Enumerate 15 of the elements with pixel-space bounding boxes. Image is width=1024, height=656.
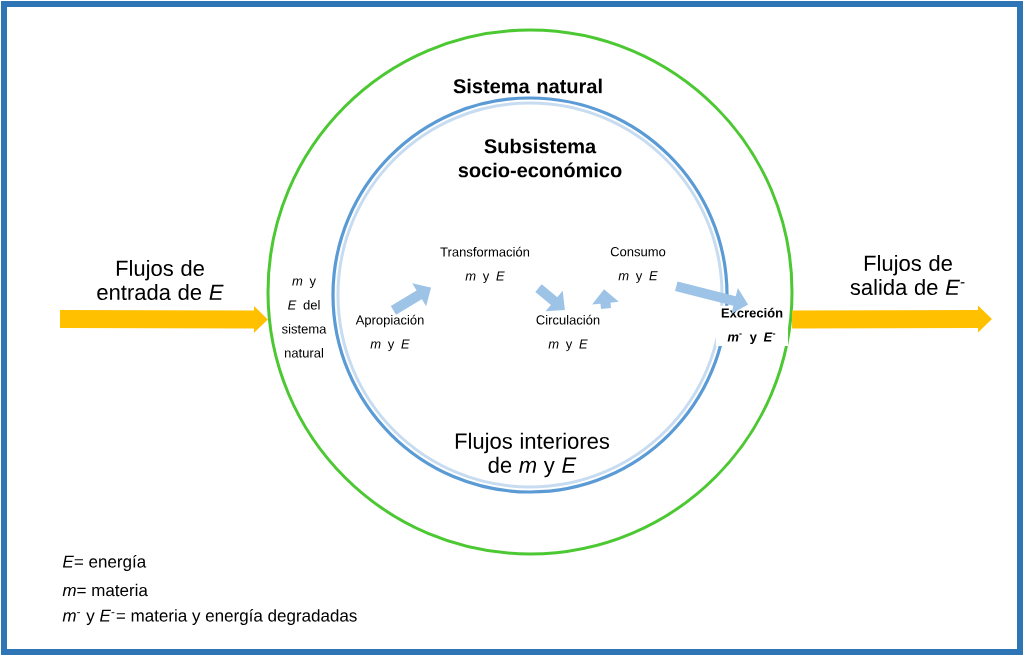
circle-caption: Flujos interiores de m y E xyxy=(455,432,610,478)
process-label: Circulación m y E xyxy=(536,314,600,352)
process-label: Transformación m y E xyxy=(440,246,530,284)
edge-label: Flujos de salida de E$^{-}$ xyxy=(850,254,965,296)
circle-title: Sistema natural xyxy=(453,78,602,94)
process-label: Excreción m$^{-}$ y E$^{-}$ xyxy=(716,305,788,347)
process-label: Apropiación m y E xyxy=(355,314,424,352)
definition-text: m= materia xyxy=(62,583,148,597)
edge-label: Flujos de entrada de E xyxy=(97,259,224,301)
process-label: Consumo m y E xyxy=(610,247,666,283)
definition-text: m$^{-}$ y E$^{-}$= materia y energía degradadas xyxy=(62,608,357,625)
definition-text: E= energía xyxy=(62,554,147,571)
circle-title: Subsistema socio-económico xyxy=(458,138,622,178)
broad-arrow xyxy=(535,284,565,312)
side-text: m y E del sistema natural xyxy=(282,278,327,358)
